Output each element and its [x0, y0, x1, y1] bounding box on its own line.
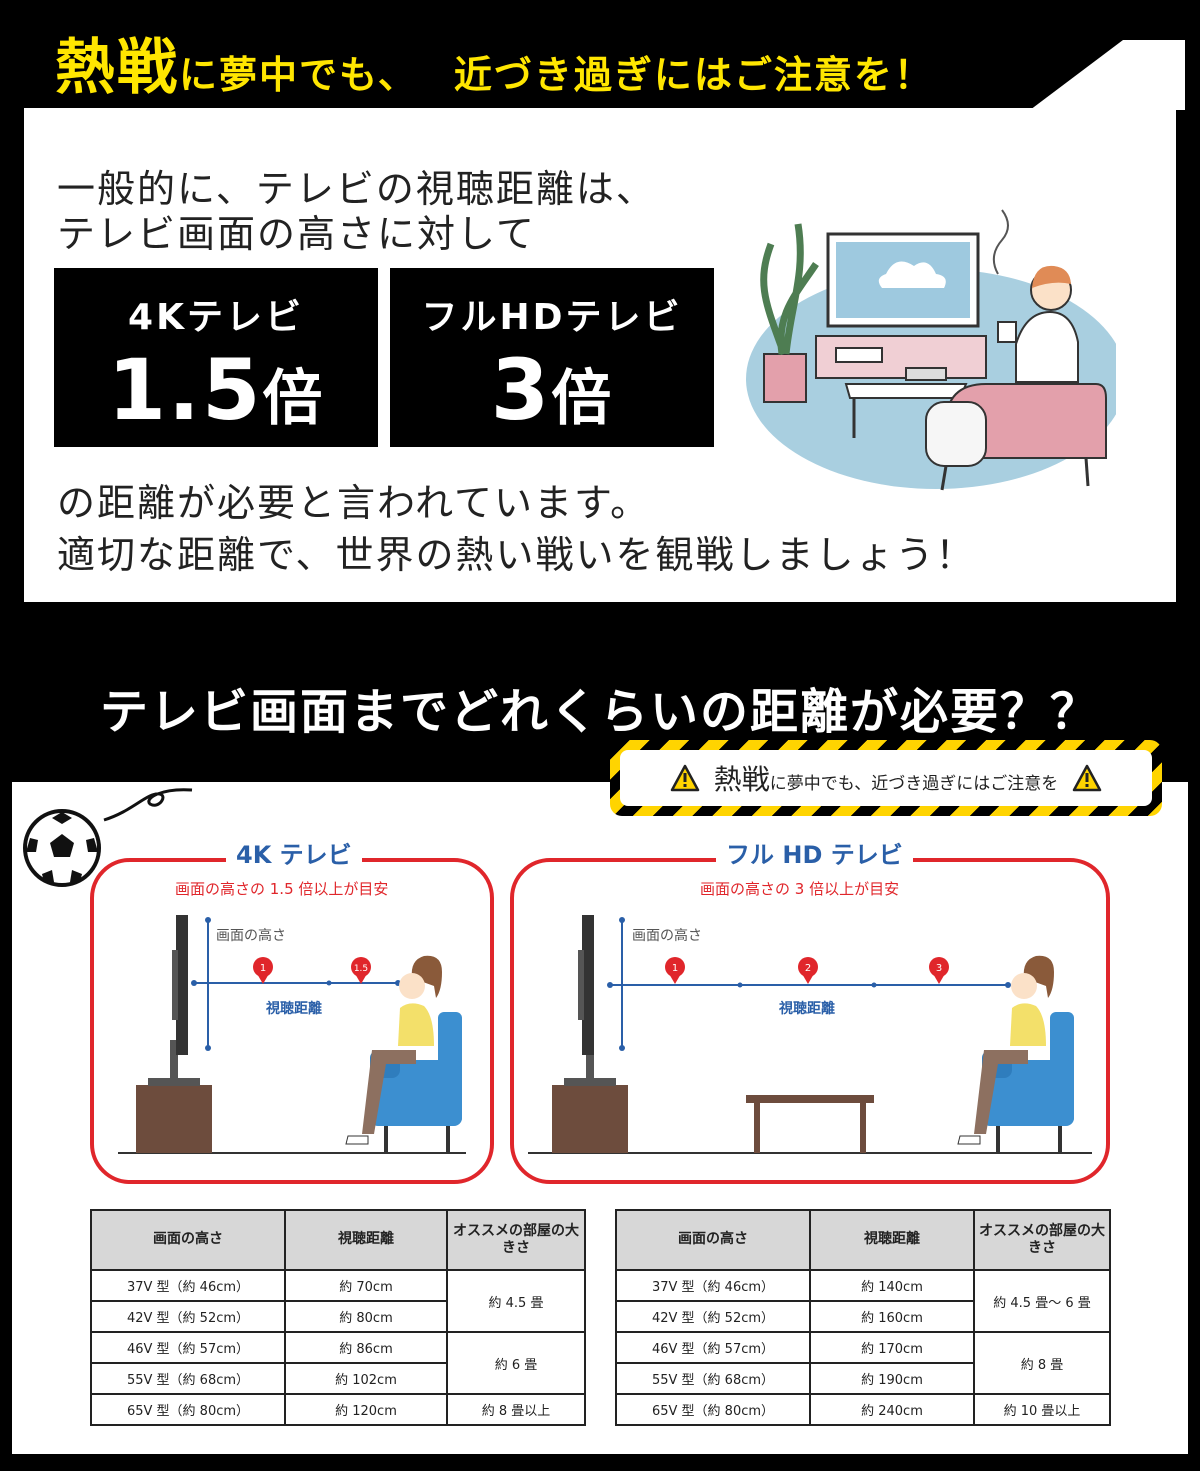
- ratio-value: 1.5倍: [107, 341, 325, 439]
- headline: 熱戦 に夢中でも、 近づき過ぎにはご注意を！: [55, 18, 934, 98]
- spec-table-4k: 画面の高さ 視聴距離 オススメの部屋の大きさ 37V 型（約 46cm） 約 7…: [90, 1209, 586, 1426]
- diagram-subtitle-fullhd: 画面の高さの 3 倍以上が目安: [700, 880, 900, 898]
- table-row: 37V 型（約 46cm） 約 70cm 約 4.5 畳: [90, 1269, 586, 1333]
- headline-emphasis: 熱戦: [55, 33, 179, 103]
- diagram-title-fullhd: フル HD テレビ: [716, 835, 913, 870]
- table-row: 65V 型（約 80cm） 約 120cm 約 8 畳以上: [90, 1393, 586, 1426]
- marker-pin: 1: [253, 957, 273, 984]
- viewing-distance-diagram-4k: 画面の高さ 視聴距離 1 1.5: [118, 915, 466, 1154]
- intro-line-2: テレビ画面の高さに対して: [57, 212, 536, 256]
- column-header: 視聴距離: [284, 1209, 448, 1271]
- headline-middle: に夢中でも、: [179, 53, 418, 97]
- marker-pin: 3: [929, 957, 949, 984]
- table-header-row: 画面の高さ 視聴距離 オススメの部屋の大きさ: [615, 1209, 1111, 1271]
- intro-line-1: 一般的に、テレビの視聴距離は、: [57, 167, 656, 211]
- table-row: 55V 型（約 68cm） 約 190cm: [615, 1362, 1110, 1395]
- ratio-label: 4Kテレビ: [128, 297, 304, 338]
- warning-text: 熱戦に夢中でも、近づき過ぎにはご注意を: [713, 763, 1059, 796]
- column-header: 画面の高さ: [615, 1209, 811, 1271]
- distance-label: 視聴距離: [265, 1000, 322, 1017]
- table-row: 46V 型（約 57cm） 約 170cm 約 8 畳: [615, 1331, 1111, 1395]
- table-header-row: 画面の高さ 視聴距離 オススメの部屋の大きさ: [90, 1209, 586, 1271]
- table-row: 37V 型（約 46cm） 約 140cm 約 4.5 畳～ 6 畳: [615, 1269, 1111, 1333]
- column-header: オススメの部屋の大きさ: [446, 1209, 586, 1271]
- table-row: 42V 型（約 52cm） 約 80cm: [90, 1300, 585, 1333]
- table-row: 55V 型（約 68cm） 約 102cm: [90, 1362, 585, 1395]
- top-banner: [0, 0, 1200, 110]
- intro-line-3: の距離が必要と言われています。: [57, 481, 651, 525]
- warning-triangle-icon: [1073, 764, 1102, 792]
- ratio-box-4k: 4Kテレビ 1.5倍: [54, 268, 378, 447]
- intro-line-4: 適切な距離で、世界の熱い戦いを観戦しましょう！: [57, 533, 976, 577]
- marker-pin: 1: [665, 957, 685, 984]
- marker-pin: 2: [798, 957, 818, 984]
- ratio-box-fullhd: フルHDテレビ 3倍: [390, 268, 714, 447]
- section-heading: テレビ画面までどれくらいの距離が必要？？: [99, 684, 1100, 740]
- table-row: 46V 型（約 57cm） 約 86cm 約 6 畳: [90, 1331, 586, 1395]
- column-header: 画面の高さ: [90, 1209, 286, 1271]
- viewing-distance-diagram-fullhd: 画面の高さ 視聴距離 1 2 3: [528, 915, 1092, 1154]
- ratio-label: フルHDテレビ: [421, 297, 683, 338]
- intro-card: 一般的に、テレビの視聴距離は、 テレビ画面の高さに対して 4Kテレビ 1.5倍 …: [24, 108, 1176, 602]
- warning-tag: 熱戦に夢中でも、近づき過ぎにはご注意を: [610, 740, 1162, 816]
- diagram-subtitle-4k: 画面の高さの 1.5 倍以上が目安: [175, 880, 389, 898]
- ratio-value: 3倍: [490, 341, 614, 439]
- warning-triangle-icon: [670, 764, 699, 792]
- marker-pin: 1.5: [351, 957, 371, 984]
- column-header: 視聴距離: [809, 1209, 975, 1271]
- soccer-ball-icon: [23, 809, 101, 887]
- column-header: オススメの部屋の大きさ: [973, 1209, 1111, 1271]
- motion-swoosh-decoration: [103, 788, 193, 822]
- table-row: 65V 型（約 80cm） 約 240cm 約 10 畳以上: [615, 1393, 1111, 1426]
- headline-end: 近づき過ぎにはご注意を！: [453, 53, 934, 97]
- table-row: 42V 型（約 52cm） 約 160cm: [615, 1300, 1110, 1333]
- distance-label: 視聴距離: [778, 1000, 835, 1017]
- diagram-title-4k: 4K テレビ: [226, 835, 362, 870]
- height-label: 画面の高さ: [632, 927, 702, 944]
- svg-text:2: 2: [805, 963, 811, 974]
- svg-text:1: 1: [672, 963, 678, 974]
- spec-table-fullhd: 画面の高さ 視聴距離 オススメの部屋の大きさ 37V 型（約 46cm） 約 1…: [615, 1209, 1111, 1426]
- living-room-illustration: [746, 209, 1116, 491]
- svg-text:1: 1: [260, 963, 266, 974]
- svg-text:1.5: 1.5: [354, 964, 368, 974]
- height-label: 画面の高さ: [216, 927, 286, 944]
- svg-text:3: 3: [936, 963, 942, 974]
